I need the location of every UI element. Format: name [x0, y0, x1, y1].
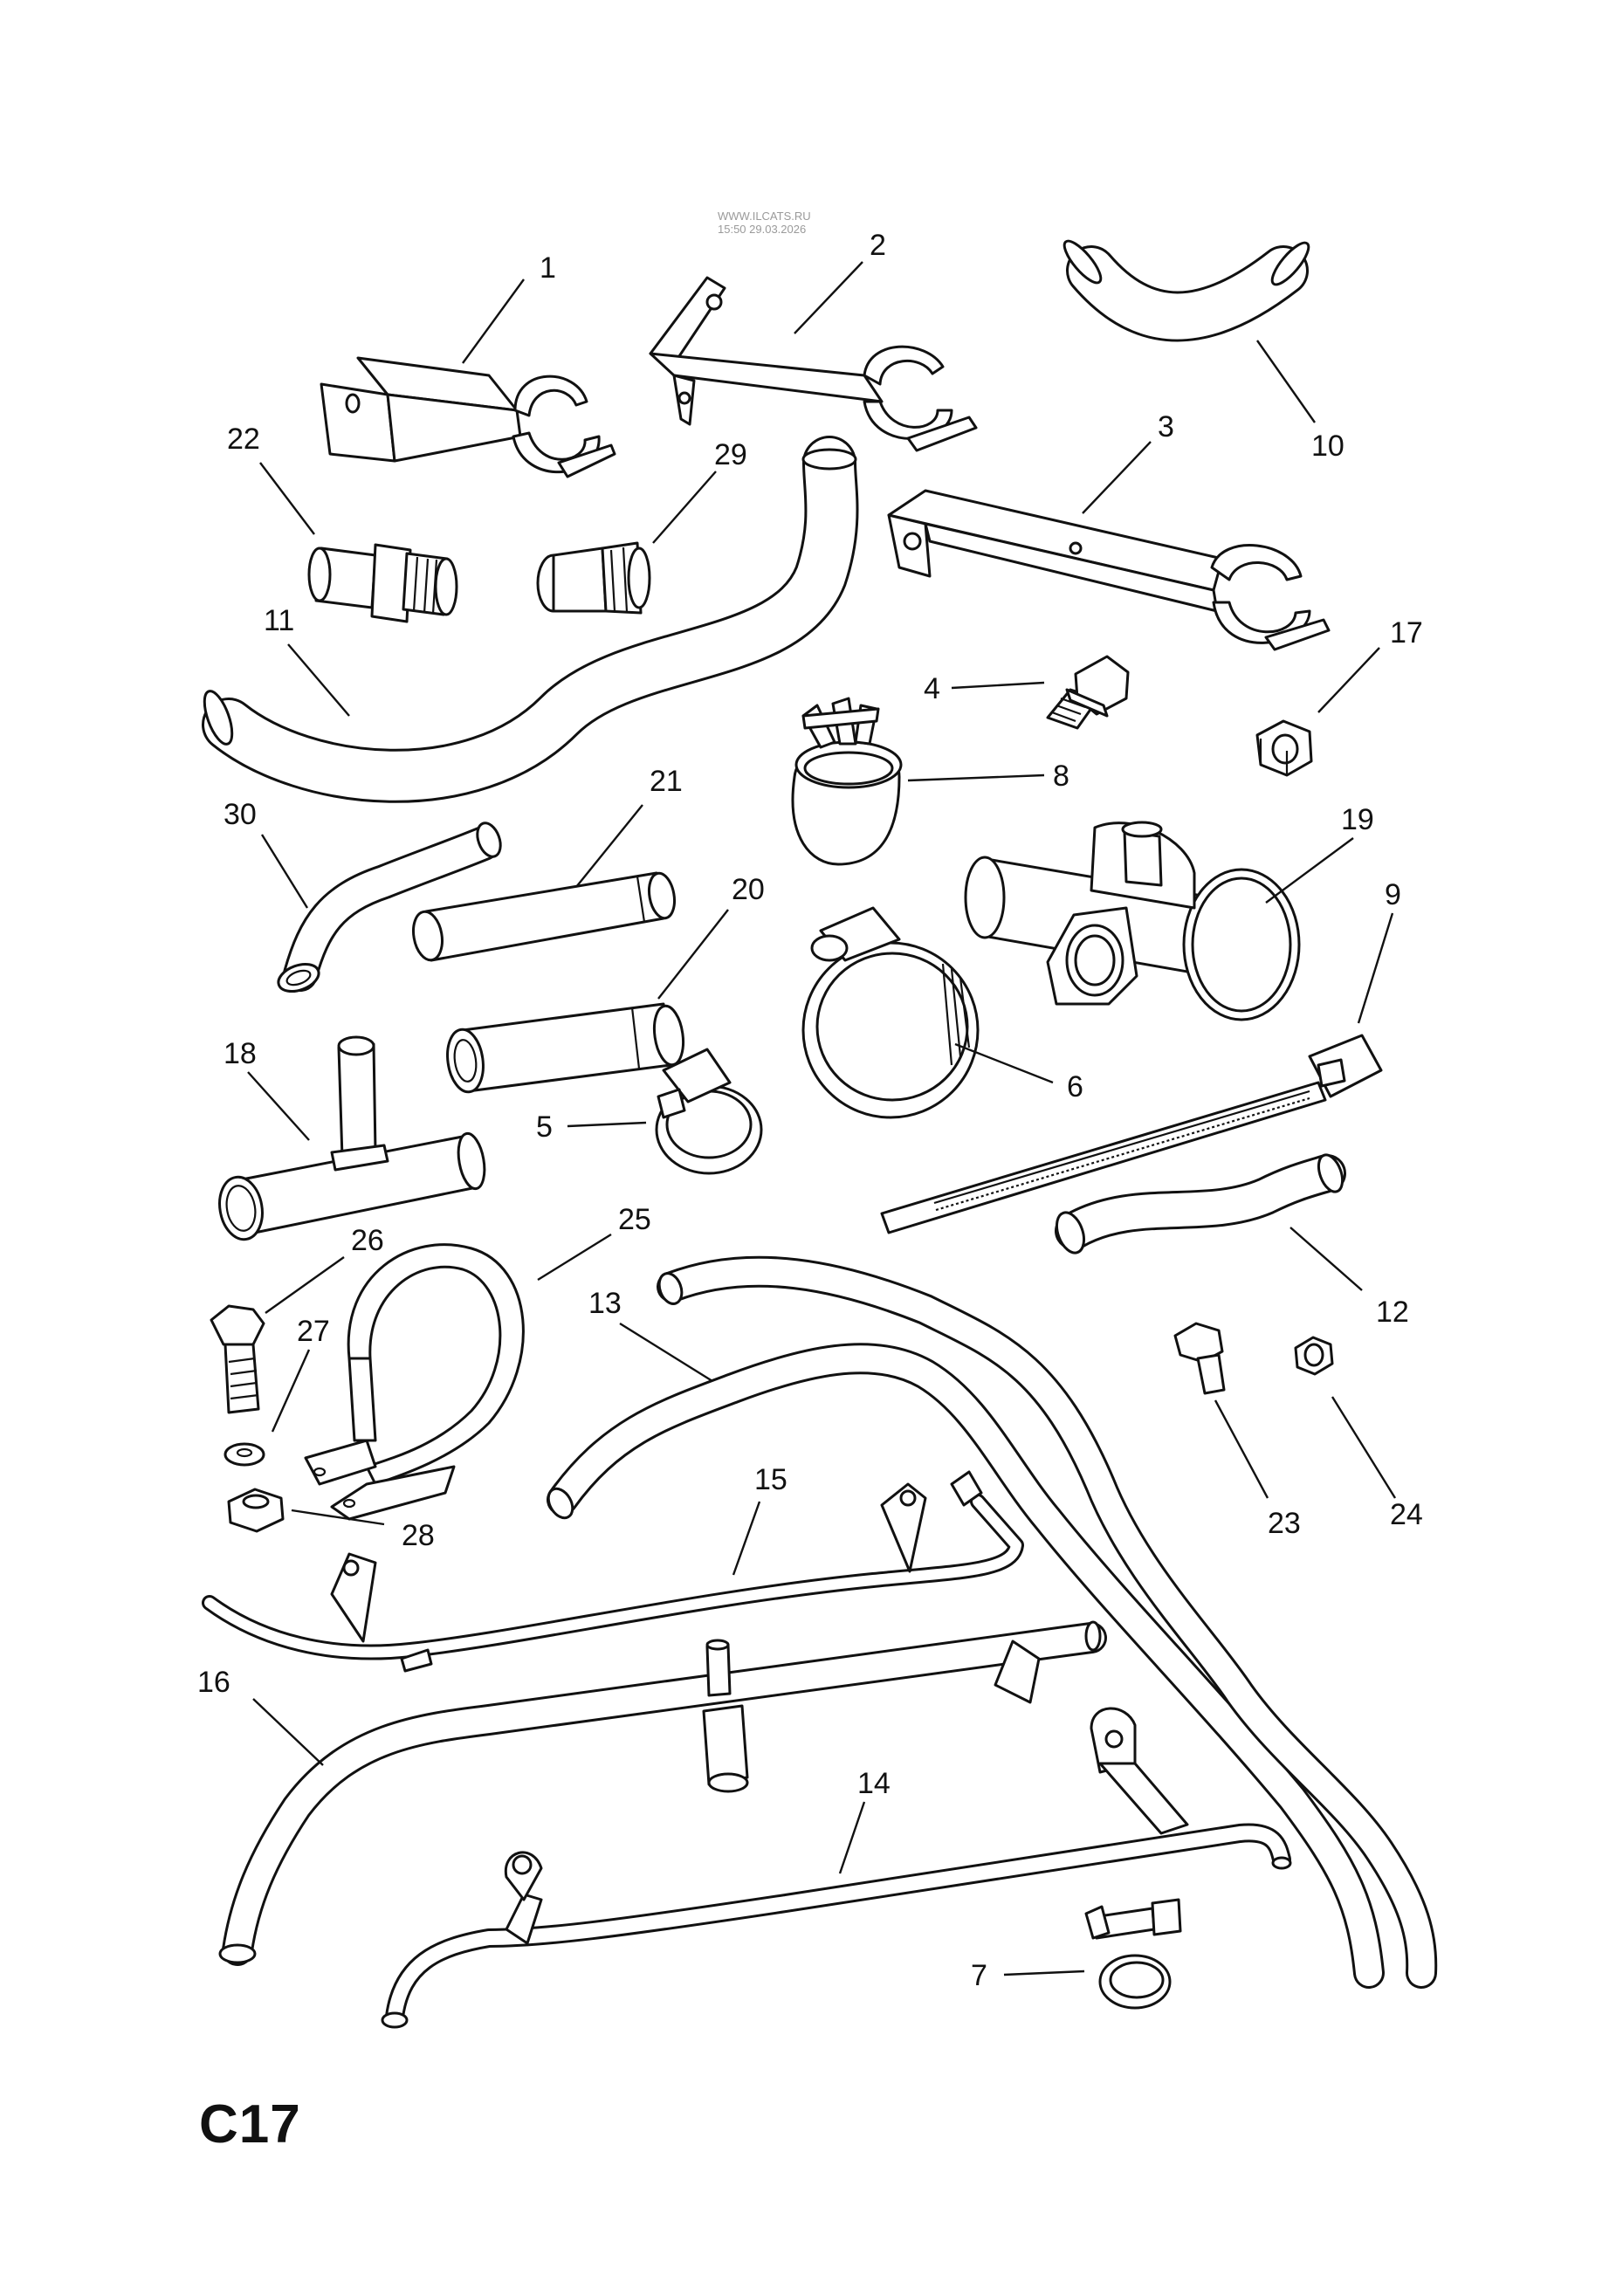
callout-25: 25 — [618, 1203, 651, 1236]
part-27-washer[interactable] — [224, 1442, 265, 1467]
part-8-spring-clamp[interactable] — [791, 697, 903, 866]
callout-21: 21 — [650, 765, 683, 798]
part-12-short-hose[interactable] — [1052, 1151, 1347, 1256]
callout-27: 27 — [297, 1315, 330, 1348]
part-10-bent-hose[interactable] — [1059, 237, 1314, 342]
part-23-bolt[interactable] — [1173, 1322, 1226, 1395]
part-9-cable-tie[interactable] — [880, 1034, 1383, 1234]
part-2-bracket-clip[interactable] — [649, 276, 978, 452]
part-4-bolt[interactable] — [1046, 655, 1130, 730]
callout-15: 15 — [754, 1463, 787, 1496]
callout-7: 7 — [971, 1959, 987, 1992]
part-29-fitting[interactable] — [536, 541, 651, 615]
callout-1: 1 — [540, 251, 556, 285]
callout-24: 24 — [1390, 1498, 1423, 1531]
part-24-flange-nut[interactable] — [1294, 1336, 1334, 1376]
callout-16: 16 — [197, 1666, 230, 1699]
callout-10: 10 — [1311, 430, 1344, 463]
watermark-line-1: WWW.ILCATS.RU — [718, 210, 811, 223]
callout-28: 28 — [402, 1519, 435, 1552]
part-30-bent-tube[interactable] — [275, 820, 505, 996]
part-16-pipe-with-tee[interactable] — [218, 1620, 1107, 1966]
watermark: WWW.ILCATS.RU 15:50 29.03.2026 — [718, 210, 811, 236]
part-17-nut[interactable] — [1255, 719, 1313, 777]
part-15-pipe-with-brackets[interactable] — [202, 1470, 1024, 1673]
part-1-bracket-clip[interactable] — [320, 356, 616, 478]
callout-19: 19 — [1341, 803, 1374, 836]
callout-6: 6 — [1067, 1070, 1083, 1103]
part-7-small-clamp[interactable] — [1084, 1898, 1182, 2010]
callout-30: 30 — [224, 798, 257, 831]
callout-23: 23 — [1268, 1507, 1301, 1540]
part-18-t-piece[interactable] — [215, 1035, 488, 1243]
callout-13: 13 — [588, 1287, 622, 1320]
callout-9: 9 — [1385, 878, 1401, 911]
callout-29: 29 — [714, 438, 747, 471]
callout-2: 2 — [870, 229, 886, 262]
callout-17: 17 — [1390, 616, 1423, 650]
part-26-bolt[interactable] — [210, 1304, 265, 1414]
callout-18: 18 — [224, 1037, 257, 1070]
callout-22: 22 — [227, 423, 260, 456]
part-20-connector-tube[interactable] — [444, 1002, 686, 1094]
part-22-fitting[interactable] — [307, 543, 458, 623]
callout-labels: 1 2 3 4 5 6 7 8 9 10 11 12 13 14 15 16 1… — [197, 229, 1423, 1992]
callout-26: 26 — [351, 1224, 384, 1257]
part-5-hose-clamp-small[interactable] — [655, 1048, 763, 1175]
part-14-pipe-with-bracket[interactable] — [381, 1707, 1292, 2029]
part-19-four-way-connector[interactable] — [964, 821, 1301, 1021]
callout-12: 12 — [1376, 1296, 1409, 1329]
part-21-straight-tube[interactable] — [409, 871, 677, 962]
part-28-nut[interactable] — [227, 1488, 285, 1533]
callout-14: 14 — [857, 1767, 891, 1800]
callout-20: 20 — [732, 873, 765, 906]
part-11-long-hose[interactable] — [199, 436, 859, 803]
callout-11: 11 — [264, 604, 294, 637]
leader-lines — [247, 261, 1397, 1976]
callout-8: 8 — [1053, 760, 1069, 793]
part-13-long-pipe[interactable] — [544, 1255, 1438, 1989]
part-6-hose-clamp-large[interactable] — [801, 906, 980, 1119]
part-3-bracket-clip[interactable] — [887, 489, 1331, 651]
part-25-p-clip[interactable] — [304, 1243, 525, 1521]
callout-4: 4 — [924, 672, 940, 705]
callout-5: 5 — [536, 1110, 553, 1144]
watermark-line-2: 15:50 29.03.2026 — [718, 223, 807, 236]
page-code: C17 — [199, 2094, 301, 2155]
callout-3: 3 — [1158, 410, 1174, 443]
